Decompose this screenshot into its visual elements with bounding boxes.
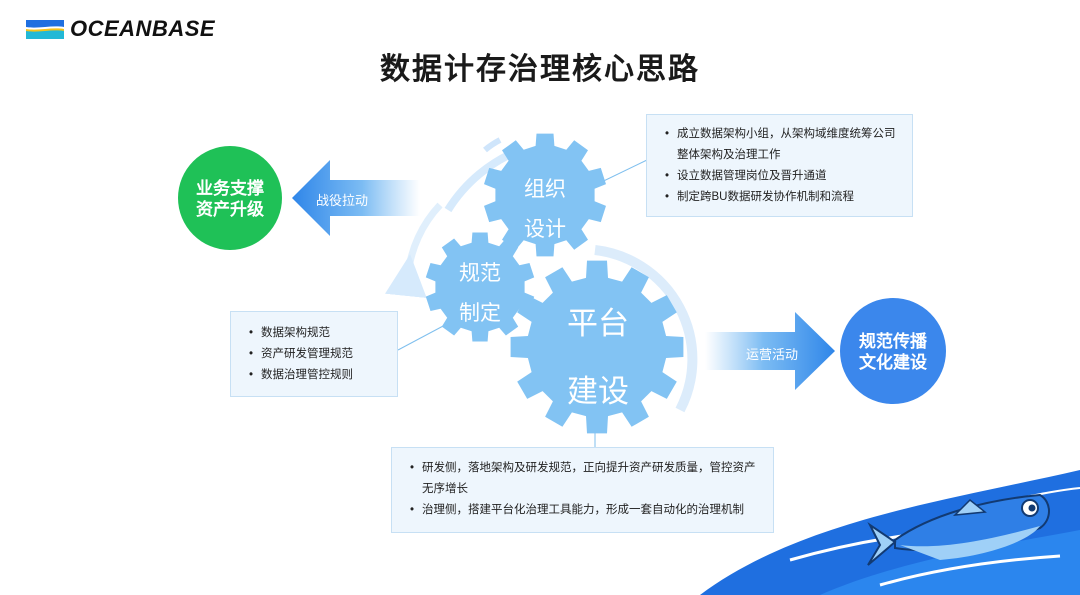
culture-circle-line1: 规范传播 bbox=[833, 331, 953, 352]
org-design-box: 成立数据架构小组，从架构域维度统筹公司 整体架构及治理工作 设立数据管理岗位及晋… bbox=[646, 114, 913, 217]
gear-org-label: 组织 设计 bbox=[510, 170, 580, 250]
gear-org-line2: 设计 bbox=[510, 210, 580, 250]
org-item-1-continuation: 整体架构及治理工作 bbox=[665, 145, 902, 166]
culture-circle-line2: 文化建设 bbox=[833, 352, 953, 373]
culture-circle-label: 规范传播 文化建设 bbox=[833, 331, 953, 373]
right-arrow-label: 运营活动 bbox=[746, 344, 798, 363]
business-circle-label: 业务支撑 资产升级 bbox=[170, 178, 290, 220]
platform-item-2: 治理侧，搭建平台化治理工具能力，形成一套自动化的治理机制 bbox=[410, 500, 763, 521]
left-arrow-label: 战役拉动 bbox=[316, 190, 368, 209]
gear-std-line2: 制定 bbox=[445, 294, 515, 334]
platform-box: 研发侧，落地架构及研发规范，正向提升资产研发质量，管控资产 无序增长 治理侧，搭… bbox=[391, 447, 774, 533]
gear-platform-label: 平台 建设 bbox=[553, 290, 643, 426]
gear-std-line1: 规范 bbox=[445, 254, 515, 294]
gear-std-label: 规范 制定 bbox=[445, 254, 515, 334]
standard-box: 数据架构规范 资产研发管理规范 数据治理管控规则 bbox=[230, 311, 398, 397]
platform-item-1: 研发侧，落地架构及研发规范，正向提升资产研发质量，管控资产 bbox=[410, 458, 763, 479]
std-item-3: 数据治理管控规则 bbox=[249, 365, 387, 386]
business-circle-line2: 资产升级 bbox=[170, 199, 290, 220]
platform-item-1-continuation: 无序增长 bbox=[410, 479, 763, 500]
connector-std bbox=[398, 325, 445, 350]
gear-org-line1: 组织 bbox=[510, 170, 580, 210]
org-item-1: 成立数据架构小组，从架构域维度统筹公司 bbox=[665, 124, 902, 145]
std-item-1: 数据架构规范 bbox=[249, 323, 387, 344]
std-item-2: 资产研发管理规范 bbox=[249, 344, 387, 365]
org-item-2: 设立数据管理岗位及晋升通道 bbox=[665, 166, 902, 187]
gear-platform-line1: 平台 bbox=[553, 290, 643, 358]
org-item-3: 制定跨BU数据研发协作机制和流程 bbox=[665, 187, 902, 208]
business-circle-line1: 业务支撑 bbox=[170, 178, 290, 199]
gear-platform-line2: 建设 bbox=[553, 358, 643, 426]
cycle-arc-4 bbox=[485, 140, 500, 150]
